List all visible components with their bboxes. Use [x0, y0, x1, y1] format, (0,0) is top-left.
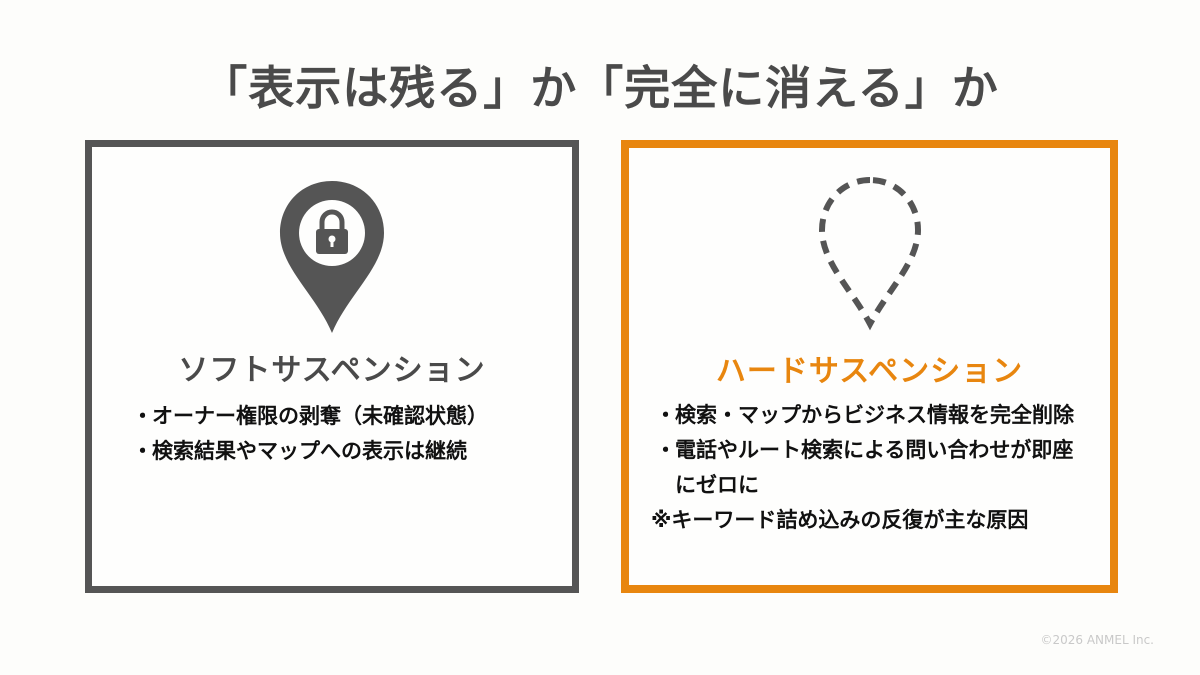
cause-note: ※キーワード詰め込みの反復が主な原因	[651, 508, 1029, 532]
soft-suspension-heading: ソフトサスペンション	[178, 353, 486, 388]
bullet-text: オーナー権限の剥奪（未確認状態）	[152, 404, 488, 428]
list-item: ・検索結果やマップへの表示は継続	[132, 434, 552, 469]
copyright: ©2026 ANMEL Inc.	[1040, 633, 1154, 647]
bullet-glyph: ・	[655, 403, 676, 427]
hard-suspension-bullets: ・検索・マップからビジネス情報を完全削除 ・電話やルート検索による問い合わせが即…	[651, 398, 1090, 538]
map-pin-dashed-outline-icon	[814, 172, 926, 336]
map-pin-lock-icon	[276, 177, 388, 341]
soft-suspension-bullets: ・オーナー権限の剥奪（未確認状態） ・検索結果やマップへの表示は継続	[132, 399, 552, 469]
hard-suspension-panel: ハードサスペンション ・検索・マップからビジネス情報を完全削除 ・電話やルート検…	[621, 140, 1118, 593]
bullet-glyph: ・	[132, 439, 153, 463]
list-item: ・オーナー権限の剥奪（未確認状態）	[132, 399, 552, 434]
bullet-glyph: ・	[132, 404, 153, 428]
hard-suspension-heading: ハードサスペンション	[715, 354, 1024, 389]
bullet-glyph: ・	[655, 438, 676, 462]
bullet-text: 検索結果やマップへの表示は継続	[152, 439, 467, 463]
bullet-text: 検索・マップからビジネス情報を完全削除	[675, 403, 1074, 427]
bullet-text: 電話やルート検索による問い合わせが即座にゼロに	[675, 438, 1074, 497]
soft-suspension-panel: ソフトサスペンション ・オーナー権限の剥奪（未確認状態） ・検索結果やマップへの…	[85, 140, 579, 593]
list-item: ・電話やルート検索による問い合わせが即座にゼロに	[655, 433, 1090, 503]
list-item: ・検索・マップからビジネス情報を完全削除	[655, 398, 1090, 433]
page-title: 「表示は残る」か「完全に消える」か	[201, 61, 999, 115]
